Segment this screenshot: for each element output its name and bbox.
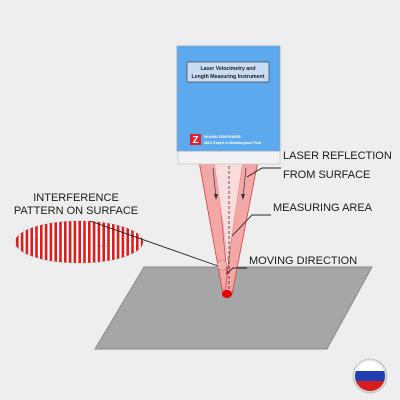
reflection-arrowhead-left <box>214 194 218 200</box>
instrument-title-line1: Laser Velocimetry and <box>200 66 255 72</box>
company-logo <box>190 134 201 145</box>
reflection-arrow-right <box>242 167 247 199</box>
callout-measuring-area <box>231 214 271 237</box>
company-name: WUHAN ZENITHWISE <box>204 135 242 139</box>
fringe-stripe <box>64 221 67 263</box>
reflection-arrowhead-right <box>241 194 245 200</box>
instrument-title-line2: Length Measuring Instrument <box>192 74 265 80</box>
label-interference-line1: INTERFERENCE <box>33 192 119 204</box>
fringe-stripe <box>107 221 110 263</box>
interference-pattern <box>14 220 144 264</box>
fringe-stripe <box>78 221 81 263</box>
fringe-stripe <box>97 221 101 263</box>
fringe-stripe <box>126 221 129 263</box>
callout-interference <box>89 220 219 267</box>
fringe-stripe <box>35 221 38 263</box>
fringe-stripe <box>121 221 125 263</box>
interference-fringes <box>16 221 143 263</box>
label-laser-reflection-line1: LASER REFLECTION <box>283 150 392 162</box>
fringe-stripe <box>88 221 91 263</box>
callout-lines <box>89 167 281 275</box>
fringe-stripe <box>44 221 48 263</box>
fringe-stripe <box>83 221 86 263</box>
fringe-stripe <box>102 221 105 263</box>
fringe-stripe <box>92 221 96 263</box>
fringe-stripe <box>131 221 134 263</box>
fringe-stripe <box>16 221 19 263</box>
callout-reflection <box>246 167 281 178</box>
company-tagline: M&C Expert in Metallurgical Field <box>204 141 261 145</box>
instrument-bottom-plate <box>177 149 281 165</box>
label-measuring-area: MEASURING AREA <box>273 202 373 214</box>
label-interference-line2: PATTERN ON SURFACE <box>14 205 138 217</box>
fringe-stripe <box>30 221 33 263</box>
measuring-area-marker <box>216 259 228 271</box>
moving-surface <box>94 266 373 350</box>
fringe-stripe <box>116 221 120 263</box>
instrument: Laser Velocimetry and Length Measuring I… <box>176 45 281 165</box>
measuring-spot <box>222 290 232 298</box>
fringe-stripe <box>20 221 24 263</box>
label-moving-direction: MOVING DIRECTION <box>249 255 357 267</box>
fringe-stripe <box>136 221 139 263</box>
fringe-stripe <box>40 221 43 263</box>
instrument-label-panel <box>186 61 270 83</box>
label-laser-reflection-line2: FROM SURFACE <box>283 169 370 181</box>
reflection-arrow-left <box>212 167 217 199</box>
fringe-stripe <box>49 221 53 263</box>
fringe-stripe <box>73 221 77 263</box>
callout-moving-direction <box>225 267 247 275</box>
fringe-stripe <box>68 221 72 263</box>
fringe-stripe <box>59 221 62 263</box>
russia-flag-icon[interactable] <box>352 358 388 394</box>
laser-beams <box>198 160 259 298</box>
fringe-stripe <box>140 221 143 263</box>
fringe-stripe <box>54 221 57 263</box>
fringe-stripe <box>25 221 29 263</box>
fringe-stripe <box>112 221 115 263</box>
company-logo-letter: Z <box>192 135 198 146</box>
